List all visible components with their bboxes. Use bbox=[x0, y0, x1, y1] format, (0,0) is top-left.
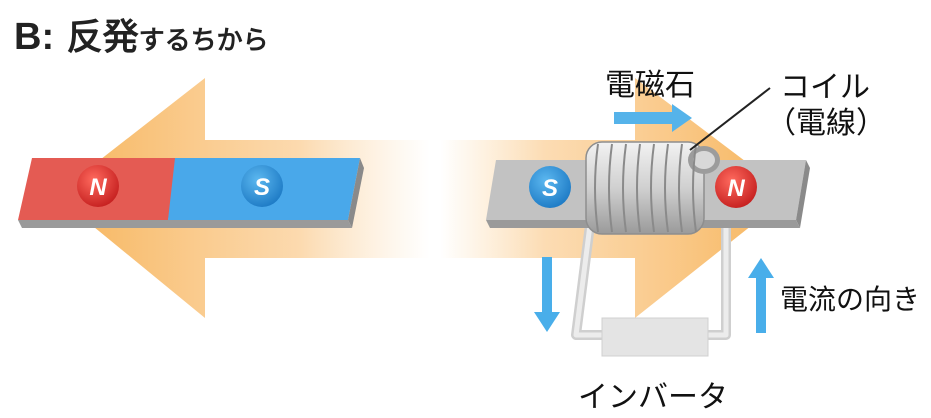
electromagnet-label: 電磁石 bbox=[605, 68, 695, 103]
inverter-box bbox=[601, 317, 709, 357]
south-pole-label-left: S bbox=[254, 174, 270, 201]
title-lead: B: bbox=[14, 16, 55, 58]
current-arrow-up bbox=[748, 258, 774, 333]
north-pole-label-left: N bbox=[89, 174, 107, 201]
north-pole-badge-right bbox=[715, 166, 757, 208]
current-arrow-down bbox=[534, 257, 560, 332]
coil-leader-line bbox=[689, 87, 771, 151]
south-pole-badge-left bbox=[241, 165, 283, 207]
title-rest: するちから bbox=[138, 26, 269, 56]
page-title: B: 反発するちから bbox=[14, 8, 269, 60]
coil-label: コイル bbox=[780, 70, 870, 105]
north-pole-label-right: N bbox=[727, 175, 745, 202]
title-main: 反発 bbox=[66, 17, 139, 58]
south-pole-badge-right bbox=[529, 166, 571, 208]
coil-sublabel: （電線） bbox=[766, 106, 886, 141]
electromagnet-direction-arrow bbox=[614, 104, 692, 132]
bar-magnet-left bbox=[18, 158, 364, 228]
south-pole-label-right: S bbox=[542, 175, 558, 202]
inverter-label: インバータ bbox=[578, 380, 728, 415]
coil bbox=[585, 141, 720, 235]
current-direction-label: 電流の向き bbox=[780, 283, 921, 316]
north-pole-badge-left bbox=[77, 165, 119, 207]
